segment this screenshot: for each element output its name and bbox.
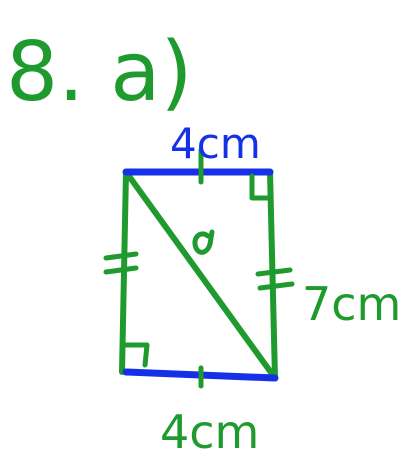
right-angle-marker-bottom-left bbox=[122, 342, 150, 368]
right-angle-marker-top-right bbox=[249, 173, 273, 201]
question-label: 8. a) bbox=[6, 25, 193, 120]
left-side-double-tick bbox=[103, 251, 139, 275]
angle-mark bbox=[192, 229, 215, 255]
right-side-double-tick bbox=[255, 267, 295, 291]
right-side bbox=[267, 169, 278, 381]
right-side-label: 7cm bbox=[302, 277, 401, 331]
top-side-label: 4cm bbox=[170, 119, 261, 168]
bottom-side-label: 4cm bbox=[160, 405, 259, 459]
diagonal bbox=[123, 169, 278, 381]
